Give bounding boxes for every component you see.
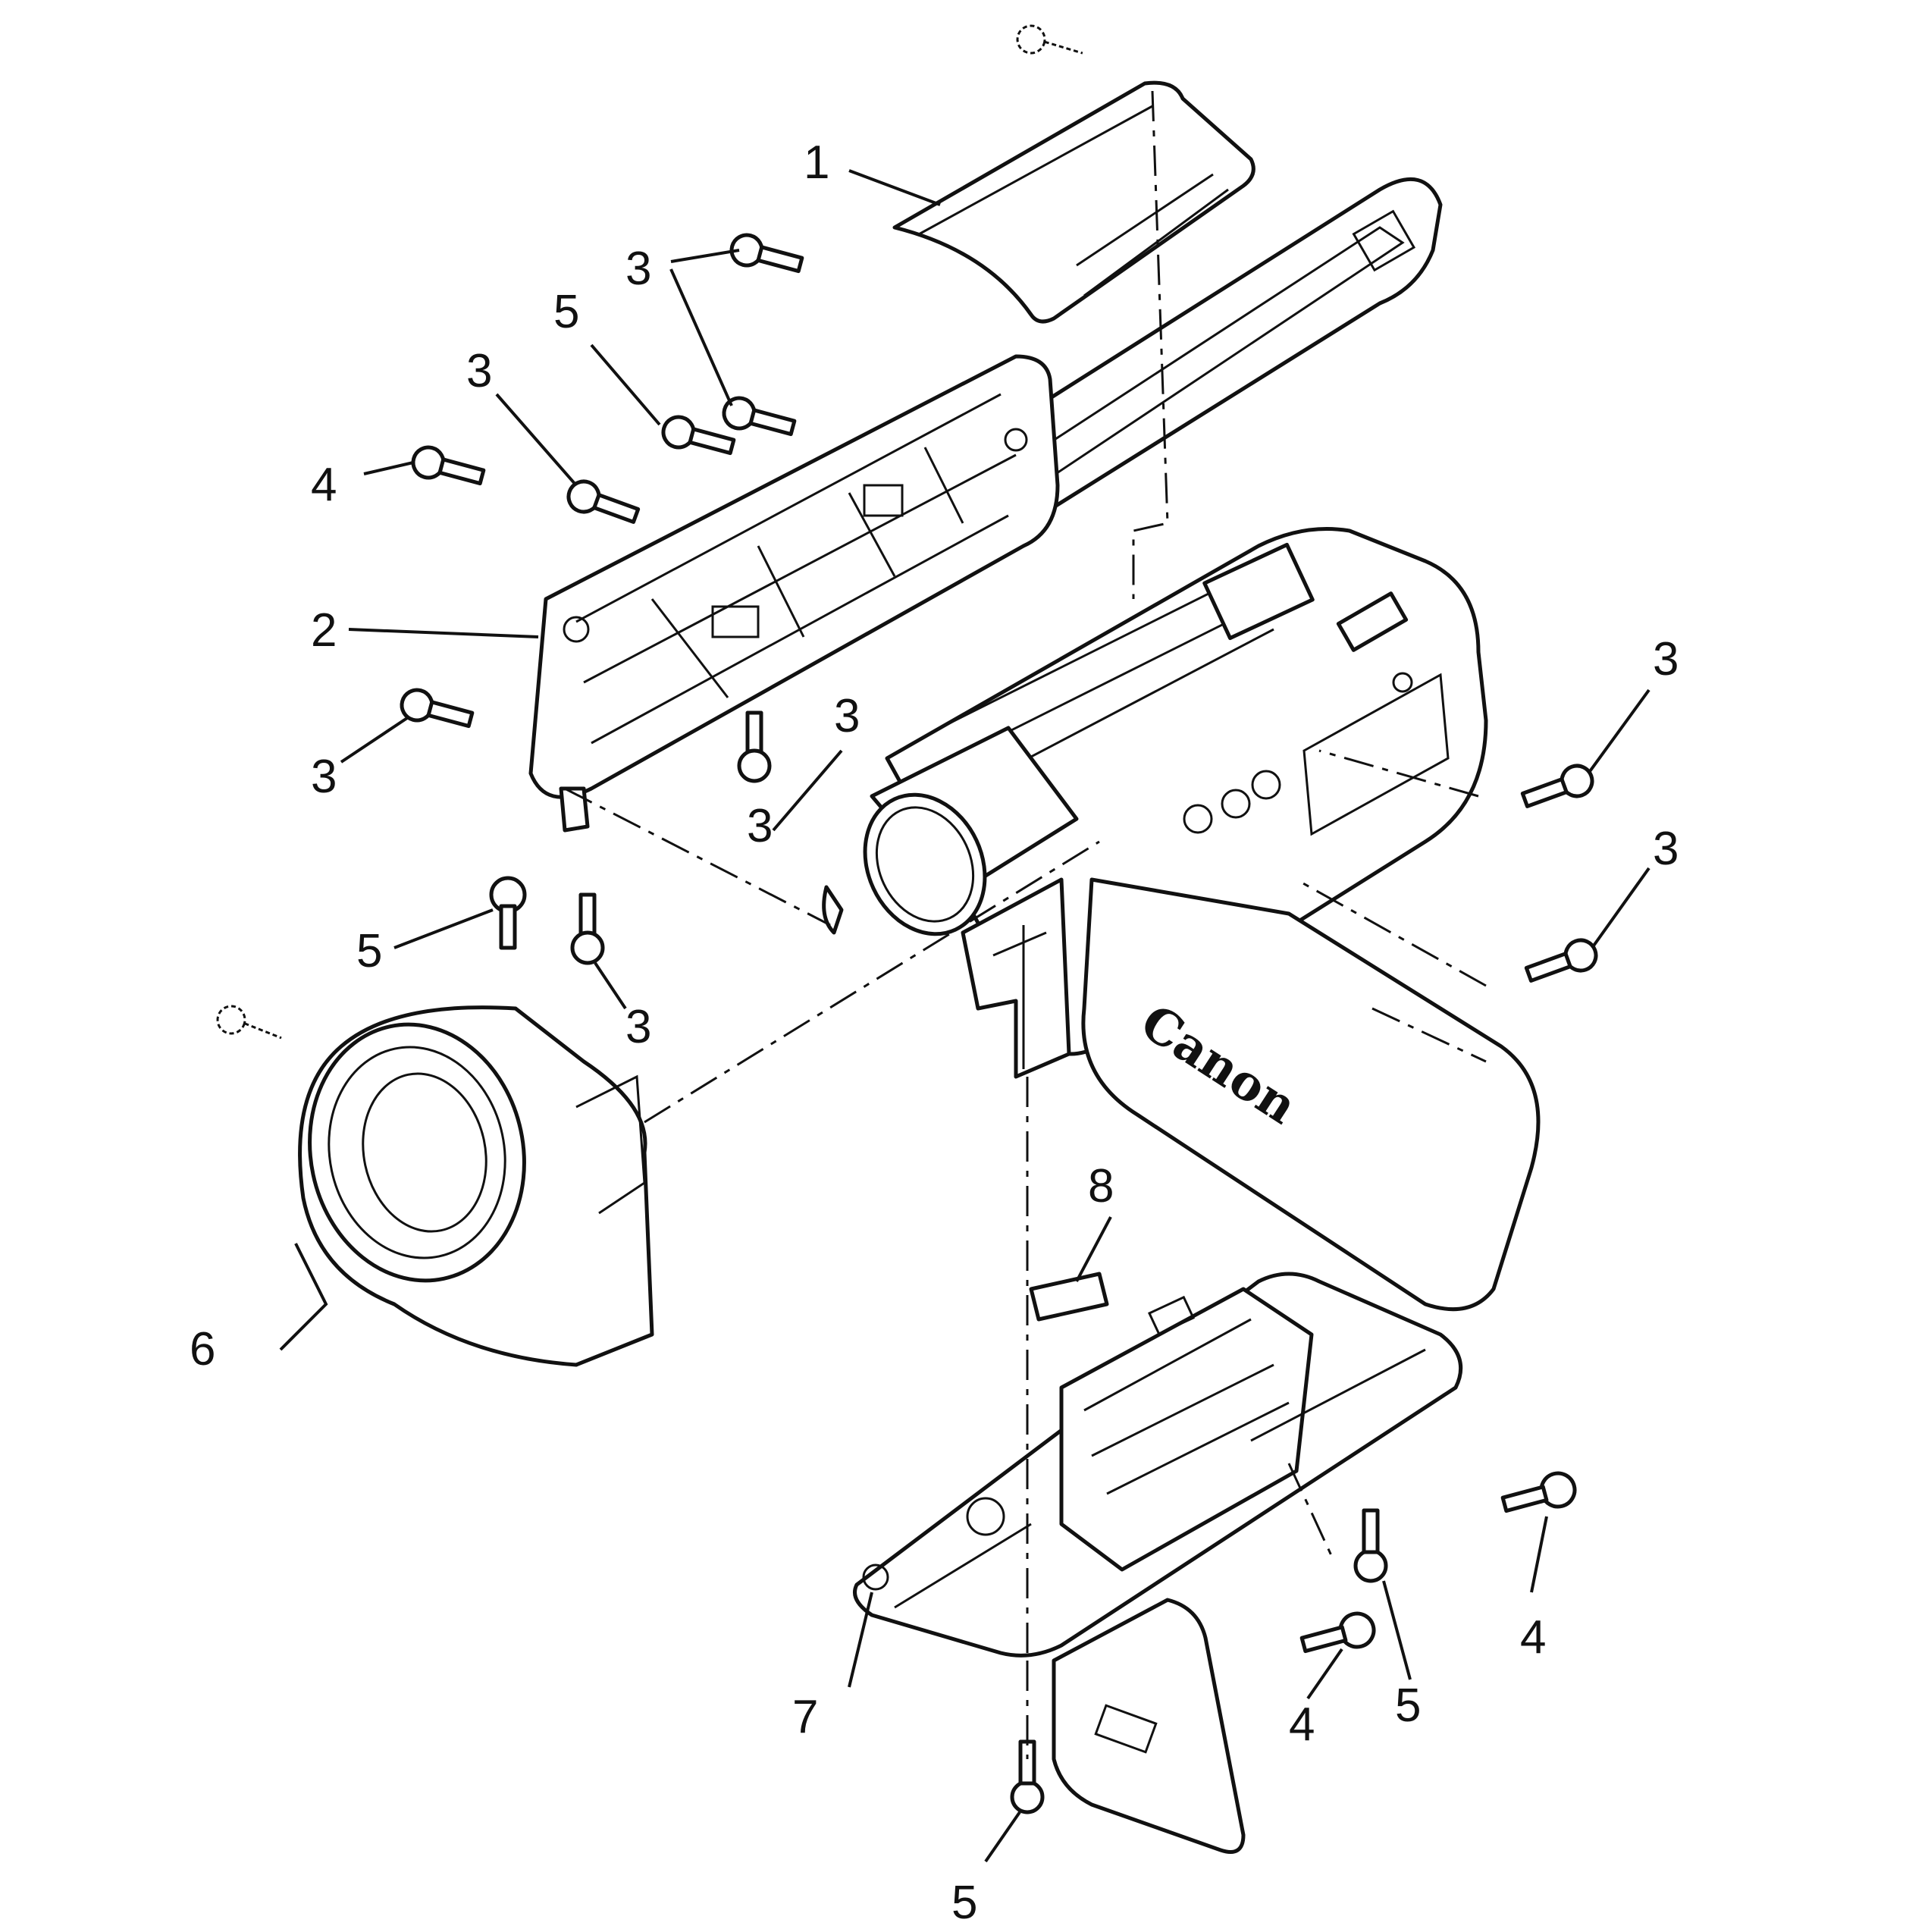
callouts: 1 2 3 3 3 3 3 3 3 3 4 4 4 5 5 5 5 6 7 8: [190, 136, 1679, 1929]
leader-lines: [279, 169, 1650, 1863]
screw-group: [216, 24, 1598, 1814]
callout-5: 5: [951, 1877, 977, 1929]
screw-4-left: [411, 445, 486, 486]
part-6-front-cover: [298, 1005, 654, 1367]
callout-1: 1: [804, 136, 829, 189]
part-2-side-frame: [528, 354, 1060, 833]
lens-bracket: [961, 877, 1071, 1079]
callout-4: 4: [311, 459, 337, 511]
part-1-top-cover: [892, 80, 1255, 324]
lens-unit: [822, 726, 1079, 936]
callout-6: 6: [190, 1323, 215, 1375]
callout-3: 3: [311, 751, 337, 803]
screw-top-dashed: [1016, 24, 1083, 55]
screw-5-upper: [661, 415, 736, 456]
callout-4: 4: [1289, 1698, 1315, 1751]
callout-4: 4: [1520, 1611, 1546, 1664]
screw-3-upper-b: [722, 396, 797, 437]
screw-3-left-lower: [400, 688, 475, 729]
screw-3-upper-a: [729, 233, 804, 274]
callout-3: 3: [747, 800, 773, 852]
hand-strap: [1006, 177, 1443, 533]
bottom-rear-cover: [1052, 1598, 1246, 1854]
lcd-panel: Canon: [1081, 877, 1541, 1312]
callout-7: 7: [792, 1691, 818, 1743]
screw-5-hood: [489, 876, 527, 950]
screw-4-bottom: [1299, 1611, 1376, 1654]
screw-4-right: [1500, 1471, 1577, 1513]
screw-5-bottom: [1010, 1739, 1045, 1814]
screw-3-right-b: [1524, 938, 1598, 983]
screw-3-frame-bottom: [570, 892, 605, 965]
part-7-bottom-chassis: [853, 1272, 1463, 1658]
assembly-lines: [564, 90, 1487, 1759]
screw-3-right-a: [1520, 764, 1594, 808]
callout-3: 3: [1653, 823, 1679, 875]
screw-3-left: [566, 479, 641, 524]
screw-3-mid-vertical: [737, 710, 772, 783]
part-8-sheet: [1029, 1272, 1109, 1322]
callout-5: 5: [553, 286, 579, 338]
callout-8: 8: [1088, 1160, 1114, 1212]
callout-3: 3: [834, 690, 860, 742]
callout-3: 3: [625, 243, 651, 295]
screw-hood-dashed: [216, 1005, 282, 1040]
callout-3: 3: [1653, 633, 1679, 685]
callout-3: 3: [466, 345, 492, 397]
callout-3: 3: [625, 1001, 651, 1053]
callout-2: 2: [311, 604, 337, 657]
callout-5: 5: [1395, 1680, 1421, 1732]
callout-5: 5: [356, 925, 382, 977]
screw-5-right: [1353, 1508, 1388, 1583]
